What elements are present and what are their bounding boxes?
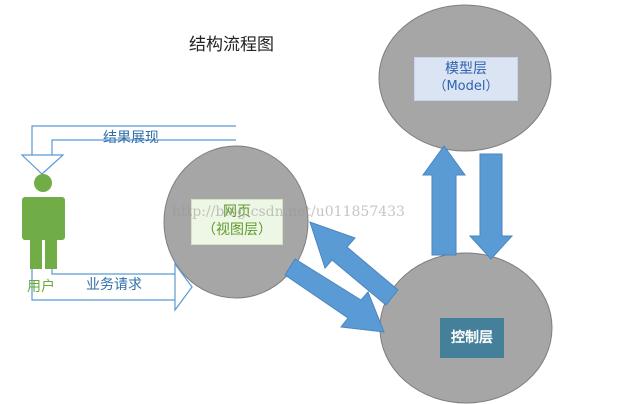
request-arrowhead bbox=[174, 262, 193, 312]
arrow-model-to-controller bbox=[468, 153, 514, 260]
result-line-inner bbox=[51, 139, 236, 155]
arrow-controller-to-view bbox=[309, 221, 399, 306]
user-figure-icon bbox=[22, 174, 65, 269]
controller-layer-box: 控制层 bbox=[440, 318, 504, 358]
view-layer-box: 网页 （视图层） bbox=[191, 199, 283, 245]
watermark-text: http://blog.csdn.net/u011857433 bbox=[172, 204, 405, 220]
arrow-view-to-controller bbox=[284, 258, 385, 333]
request-line-outer bbox=[31, 258, 175, 301]
model-layer-box: 模型层 （Model） bbox=[414, 57, 518, 101]
diagram-title: 结构流程图 bbox=[189, 35, 274, 55]
result-line-outer bbox=[31, 125, 236, 155]
view-layer-sublabel: （视图层） bbox=[202, 221, 272, 238]
arrow-controller-to-model bbox=[422, 145, 466, 256]
controller-layer-label: 控制层 bbox=[451, 330, 493, 346]
business-request-label: 业务请求 bbox=[86, 277, 142, 293]
result-display-label: 结果展现 bbox=[103, 130, 159, 146]
request-line-inner bbox=[51, 258, 175, 275]
result-arrowhead bbox=[20, 154, 65, 175]
view-layer-label: 网页 bbox=[223, 204, 251, 220]
model-layer-sublabel: （Model） bbox=[433, 78, 499, 94]
model-layer-label: 模型层 bbox=[445, 61, 487, 77]
user-label: 用户 bbox=[27, 279, 55, 295]
